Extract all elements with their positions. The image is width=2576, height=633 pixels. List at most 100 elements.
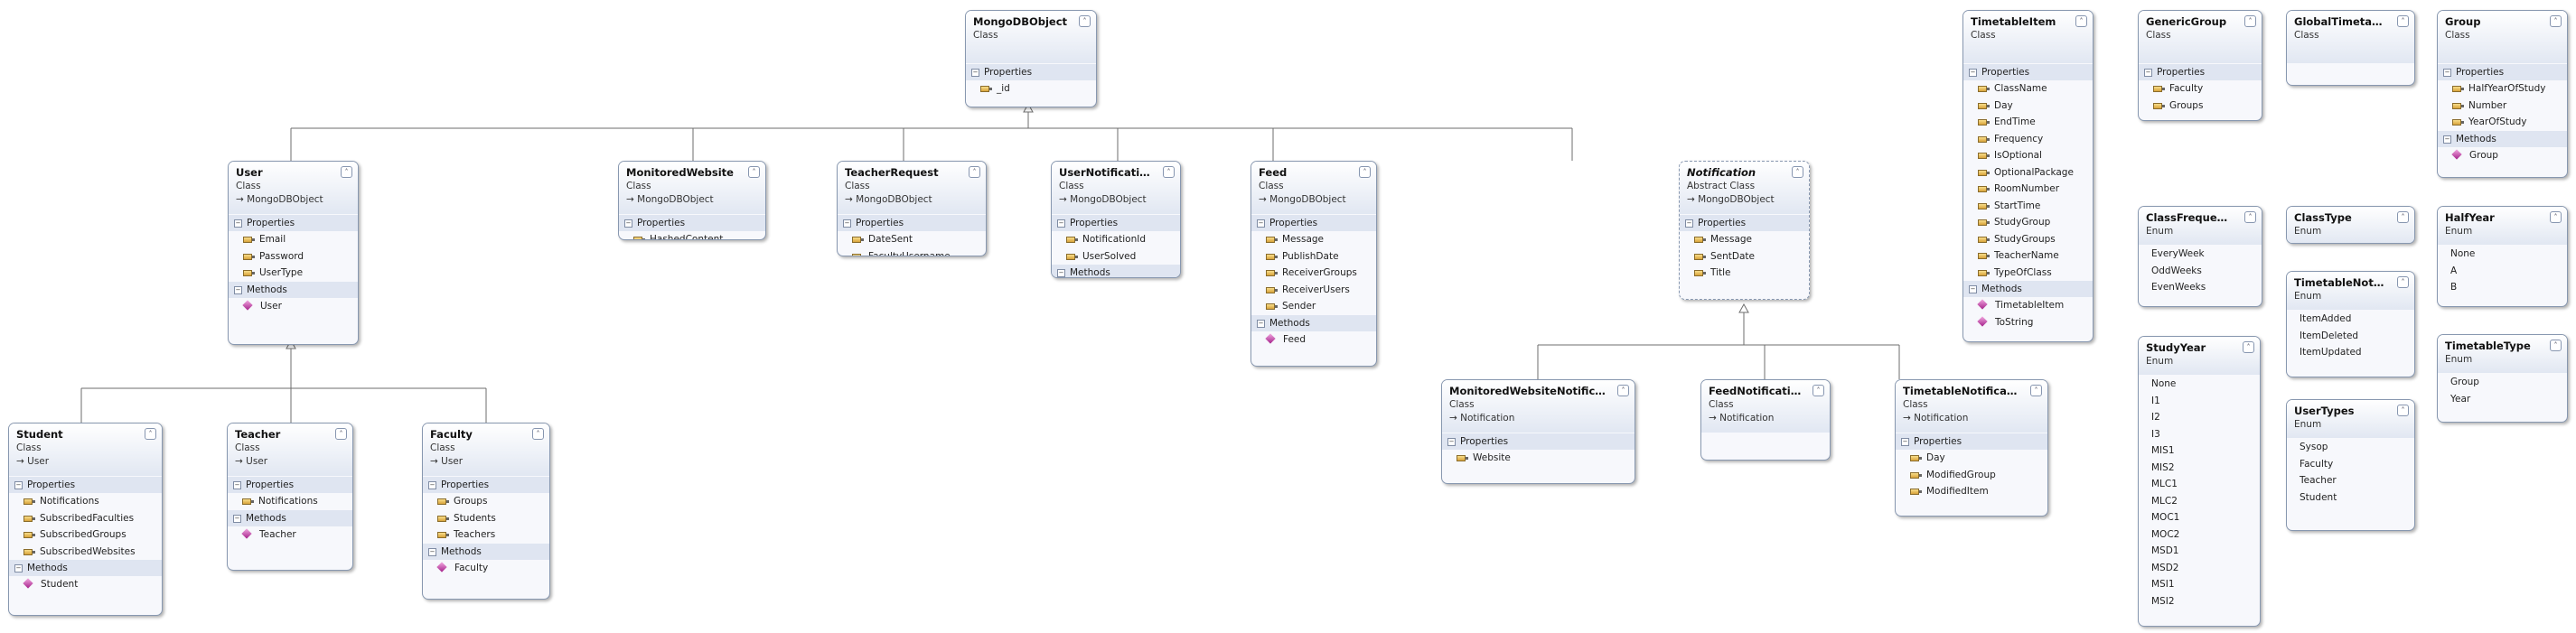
properties-section-header[interactable]: −Properties	[1251, 215, 1376, 231]
methods-section-header[interactable]: −Methods	[1052, 265, 1180, 277]
methods-section-header[interactable]: −Methods	[229, 281, 358, 298]
collapse-minus-icon[interactable]: −	[1057, 219, 1065, 228]
properties-section-header[interactable]: −Properties	[1442, 433, 1635, 450]
collapse-chevron-icon[interactable]: ˄	[2397, 211, 2409, 223]
collapse-chevron-icon[interactable]: ˄	[2397, 405, 2409, 416]
collapse-minus-icon[interactable]: −	[233, 514, 241, 523]
collapse-minus-icon[interactable]: −	[1685, 219, 1693, 228]
collapse-minus-icon[interactable]: −	[428, 481, 436, 489]
methods-section-header[interactable]: −Methods	[1963, 281, 2093, 297]
properties-section-header[interactable]: −Properties	[1680, 215, 1809, 231]
collapse-chevron-icon[interactable]: ˄	[2397, 15, 2409, 27]
collapse-minus-icon[interactable]: −	[14, 481, 23, 489]
collapse-chevron-icon[interactable]: ˄	[532, 428, 544, 440]
properties-section-header[interactable]: −Properties	[423, 477, 549, 493]
class-box-globaltimetable[interactable]: GlobalTimetabl...Class˄	[2286, 10, 2415, 86]
collapse-chevron-icon[interactable]: ˄	[2397, 276, 2409, 288]
methods-section-header[interactable]: −Methods	[1251, 314, 1376, 331]
collapse-minus-icon[interactable]: −	[2443, 135, 2451, 144]
collapse-chevron-icon[interactable]: ˄	[2550, 340, 2562, 351]
collapse-chevron-icon[interactable]: ˄	[2243, 341, 2254, 353]
collapse-chevron-icon[interactable]: ˄	[2030, 385, 2042, 396]
properties-section-header[interactable]: −Properties	[1963, 64, 2093, 80]
properties-section-header[interactable]: −Properties	[619, 215, 765, 231]
methods-section-header[interactable]: −Methods	[9, 560, 162, 576]
collapse-minus-icon[interactable]: −	[1447, 438, 1456, 446]
collapse-minus-icon[interactable]: −	[1257, 319, 1265, 328]
properties-section-header[interactable]: −Properties	[1052, 215, 1180, 231]
collapse-minus-icon[interactable]: −	[233, 481, 241, 489]
collapse-chevron-icon[interactable]: ˄	[748, 166, 760, 178]
collapse-minus-icon[interactable]: −	[428, 547, 436, 556]
collapse-minus-icon[interactable]: −	[1901, 438, 1909, 446]
class-box-monitoredwebsitenotification[interactable]: MonitoredWebsiteNotificati...Class→ Noti…	[1441, 379, 1635, 484]
collapse-minus-icon[interactable]: −	[2144, 69, 2152, 77]
collapse-minus-icon[interactable]: −	[843, 219, 851, 228]
collapse-chevron-icon[interactable]: ˄	[1359, 166, 1371, 178]
collapse-minus-icon[interactable]: −	[1257, 219, 1265, 228]
properties-section-header[interactable]: −Properties	[2139, 64, 2262, 80]
collapse-minus-icon[interactable]: −	[1969, 285, 1977, 293]
collapse-minus-icon[interactable]: −	[624, 219, 632, 228]
collapse-chevron-icon[interactable]: ˄	[1813, 385, 1824, 396]
methods-section-header[interactable]: −Methods	[423, 543, 549, 560]
collapse-chevron-icon[interactable]: ˄	[1079, 15, 1091, 27]
class-title: StudyYear	[2146, 341, 2206, 354]
properties-section-header[interactable]: −Properties	[229, 215, 358, 231]
property-icon	[1694, 253, 1706, 260]
collapse-minus-icon[interactable]: −	[1969, 69, 1977, 77]
collapse-minus-icon[interactable]: −	[2443, 69, 2451, 77]
collapse-chevron-icon[interactable]: ˄	[2244, 15, 2256, 27]
collapse-minus-icon[interactable]: −	[234, 285, 242, 294]
property-icon	[23, 532, 35, 538]
collapse-chevron-icon[interactable]: ˄	[341, 166, 352, 178]
collapse-minus-icon[interactable]: −	[971, 69, 979, 77]
properties-section-header[interactable]: −Properties	[838, 215, 986, 231]
collapse-chevron-icon[interactable]: ˄	[2550, 15, 2562, 27]
collapse-minus-icon[interactable]: −	[1057, 269, 1065, 277]
collapse-chevron-icon[interactable]: ˄	[145, 428, 156, 440]
collapse-chevron-icon[interactable]: ˄	[2075, 15, 2087, 27]
collapse-chevron-icon[interactable]: ˄	[1163, 166, 1175, 178]
properties-section-header[interactable]: −Properties	[966, 64, 1096, 80]
collapse-chevron-icon[interactable]: ˄	[2244, 211, 2256, 223]
property-icon	[243, 253, 255, 260]
collapse-chevron-icon[interactable]: ˄	[969, 166, 980, 178]
properties-section-header[interactable]: −Properties	[2438, 64, 2567, 80]
methods-section-header[interactable]: −Methods	[228, 509, 352, 526]
collapse-chevron-icon[interactable]: ˄	[2550, 211, 2562, 223]
methods-section-header[interactable]: −Methods	[2438, 130, 2567, 147]
collapse-minus-icon[interactable]: −	[14, 564, 23, 572]
properties-section-header[interactable]: −Properties	[228, 477, 352, 493]
collapse-chevron-icon[interactable]: ˄	[1792, 166, 1803, 178]
properties-section-header[interactable]: −Properties	[1896, 433, 2047, 450]
collapse-minus-icon[interactable]: −	[234, 219, 242, 228]
collapse-chevron-icon[interactable]: ˄	[335, 428, 347, 440]
collapse-chevron-icon[interactable]: ˄	[1617, 385, 1629, 396]
properties-section-header[interactable]: −Properties	[9, 477, 162, 493]
enum-value: Group	[2450, 377, 2479, 387]
